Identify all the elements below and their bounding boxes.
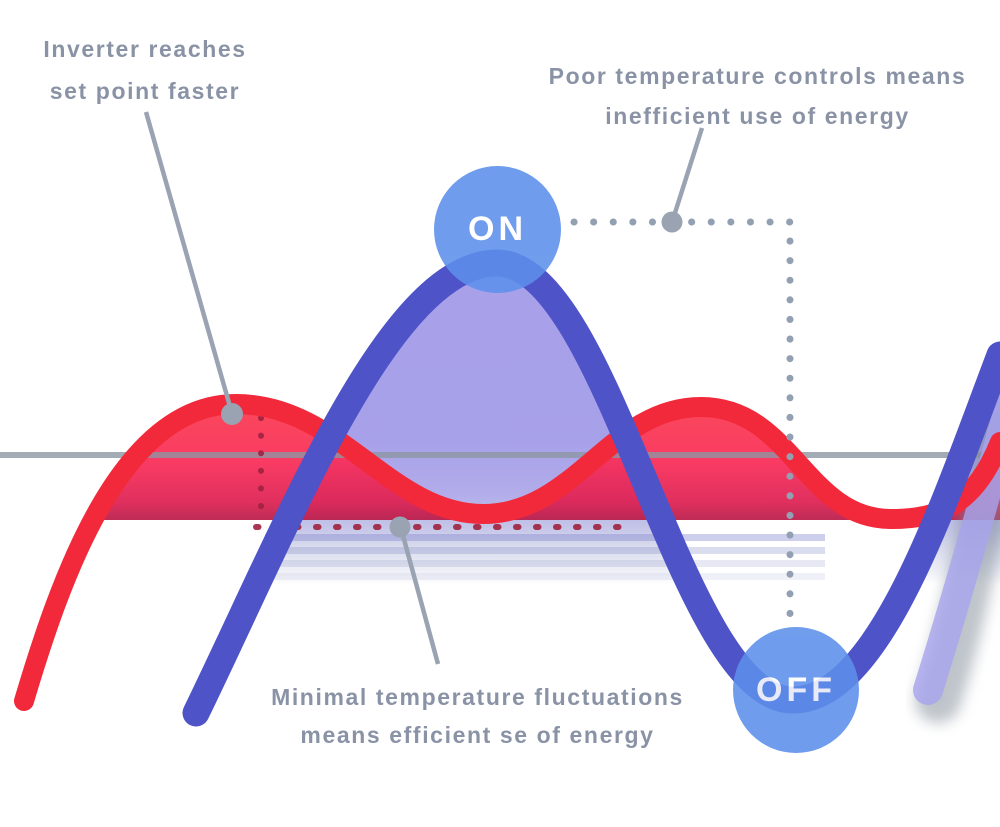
onoff-temperature-curve xyxy=(182,249,1000,727)
annotation-line: Poor temperature controls means xyxy=(548,63,967,89)
annotation-poor-controls: Poor temperature controls means ineffici… xyxy=(505,56,1000,136)
setpoint-line xyxy=(0,452,1000,458)
minimal-pointer-dot xyxy=(389,516,411,538)
poor-pointer-dot xyxy=(661,211,683,233)
off-badge: OFF xyxy=(733,627,859,753)
inverter-pointer-dot xyxy=(221,403,243,425)
on-badge-label: ON xyxy=(468,210,527,248)
next-cycle-lavender-curve xyxy=(913,384,1000,705)
fill-fade-stripes xyxy=(265,534,825,580)
annotation-line: Minimal temperature fluctuations xyxy=(271,684,684,710)
on-badge: ON xyxy=(434,166,561,293)
annotation-line: inefficient use of energy xyxy=(605,103,910,129)
annotation-line: Inverter reaches xyxy=(43,36,247,62)
annotation-inverter-faster: Inverter reaches set point faster xyxy=(0,28,290,112)
annotation-minimal-fluctuations: Minimal temperature fluctuations means e… xyxy=(225,678,730,754)
poor-pointer-line xyxy=(671,127,705,217)
annotation-line: means efficient se of energy xyxy=(300,722,655,748)
off-badge-label: OFF xyxy=(756,670,836,709)
annotation-line: set point faster xyxy=(49,78,241,104)
inverter-pointer-line xyxy=(143,111,234,411)
annotation-pointers xyxy=(143,111,705,665)
inverter-temperature-curve xyxy=(14,393,1000,711)
minimal-pointer-line xyxy=(399,531,441,665)
